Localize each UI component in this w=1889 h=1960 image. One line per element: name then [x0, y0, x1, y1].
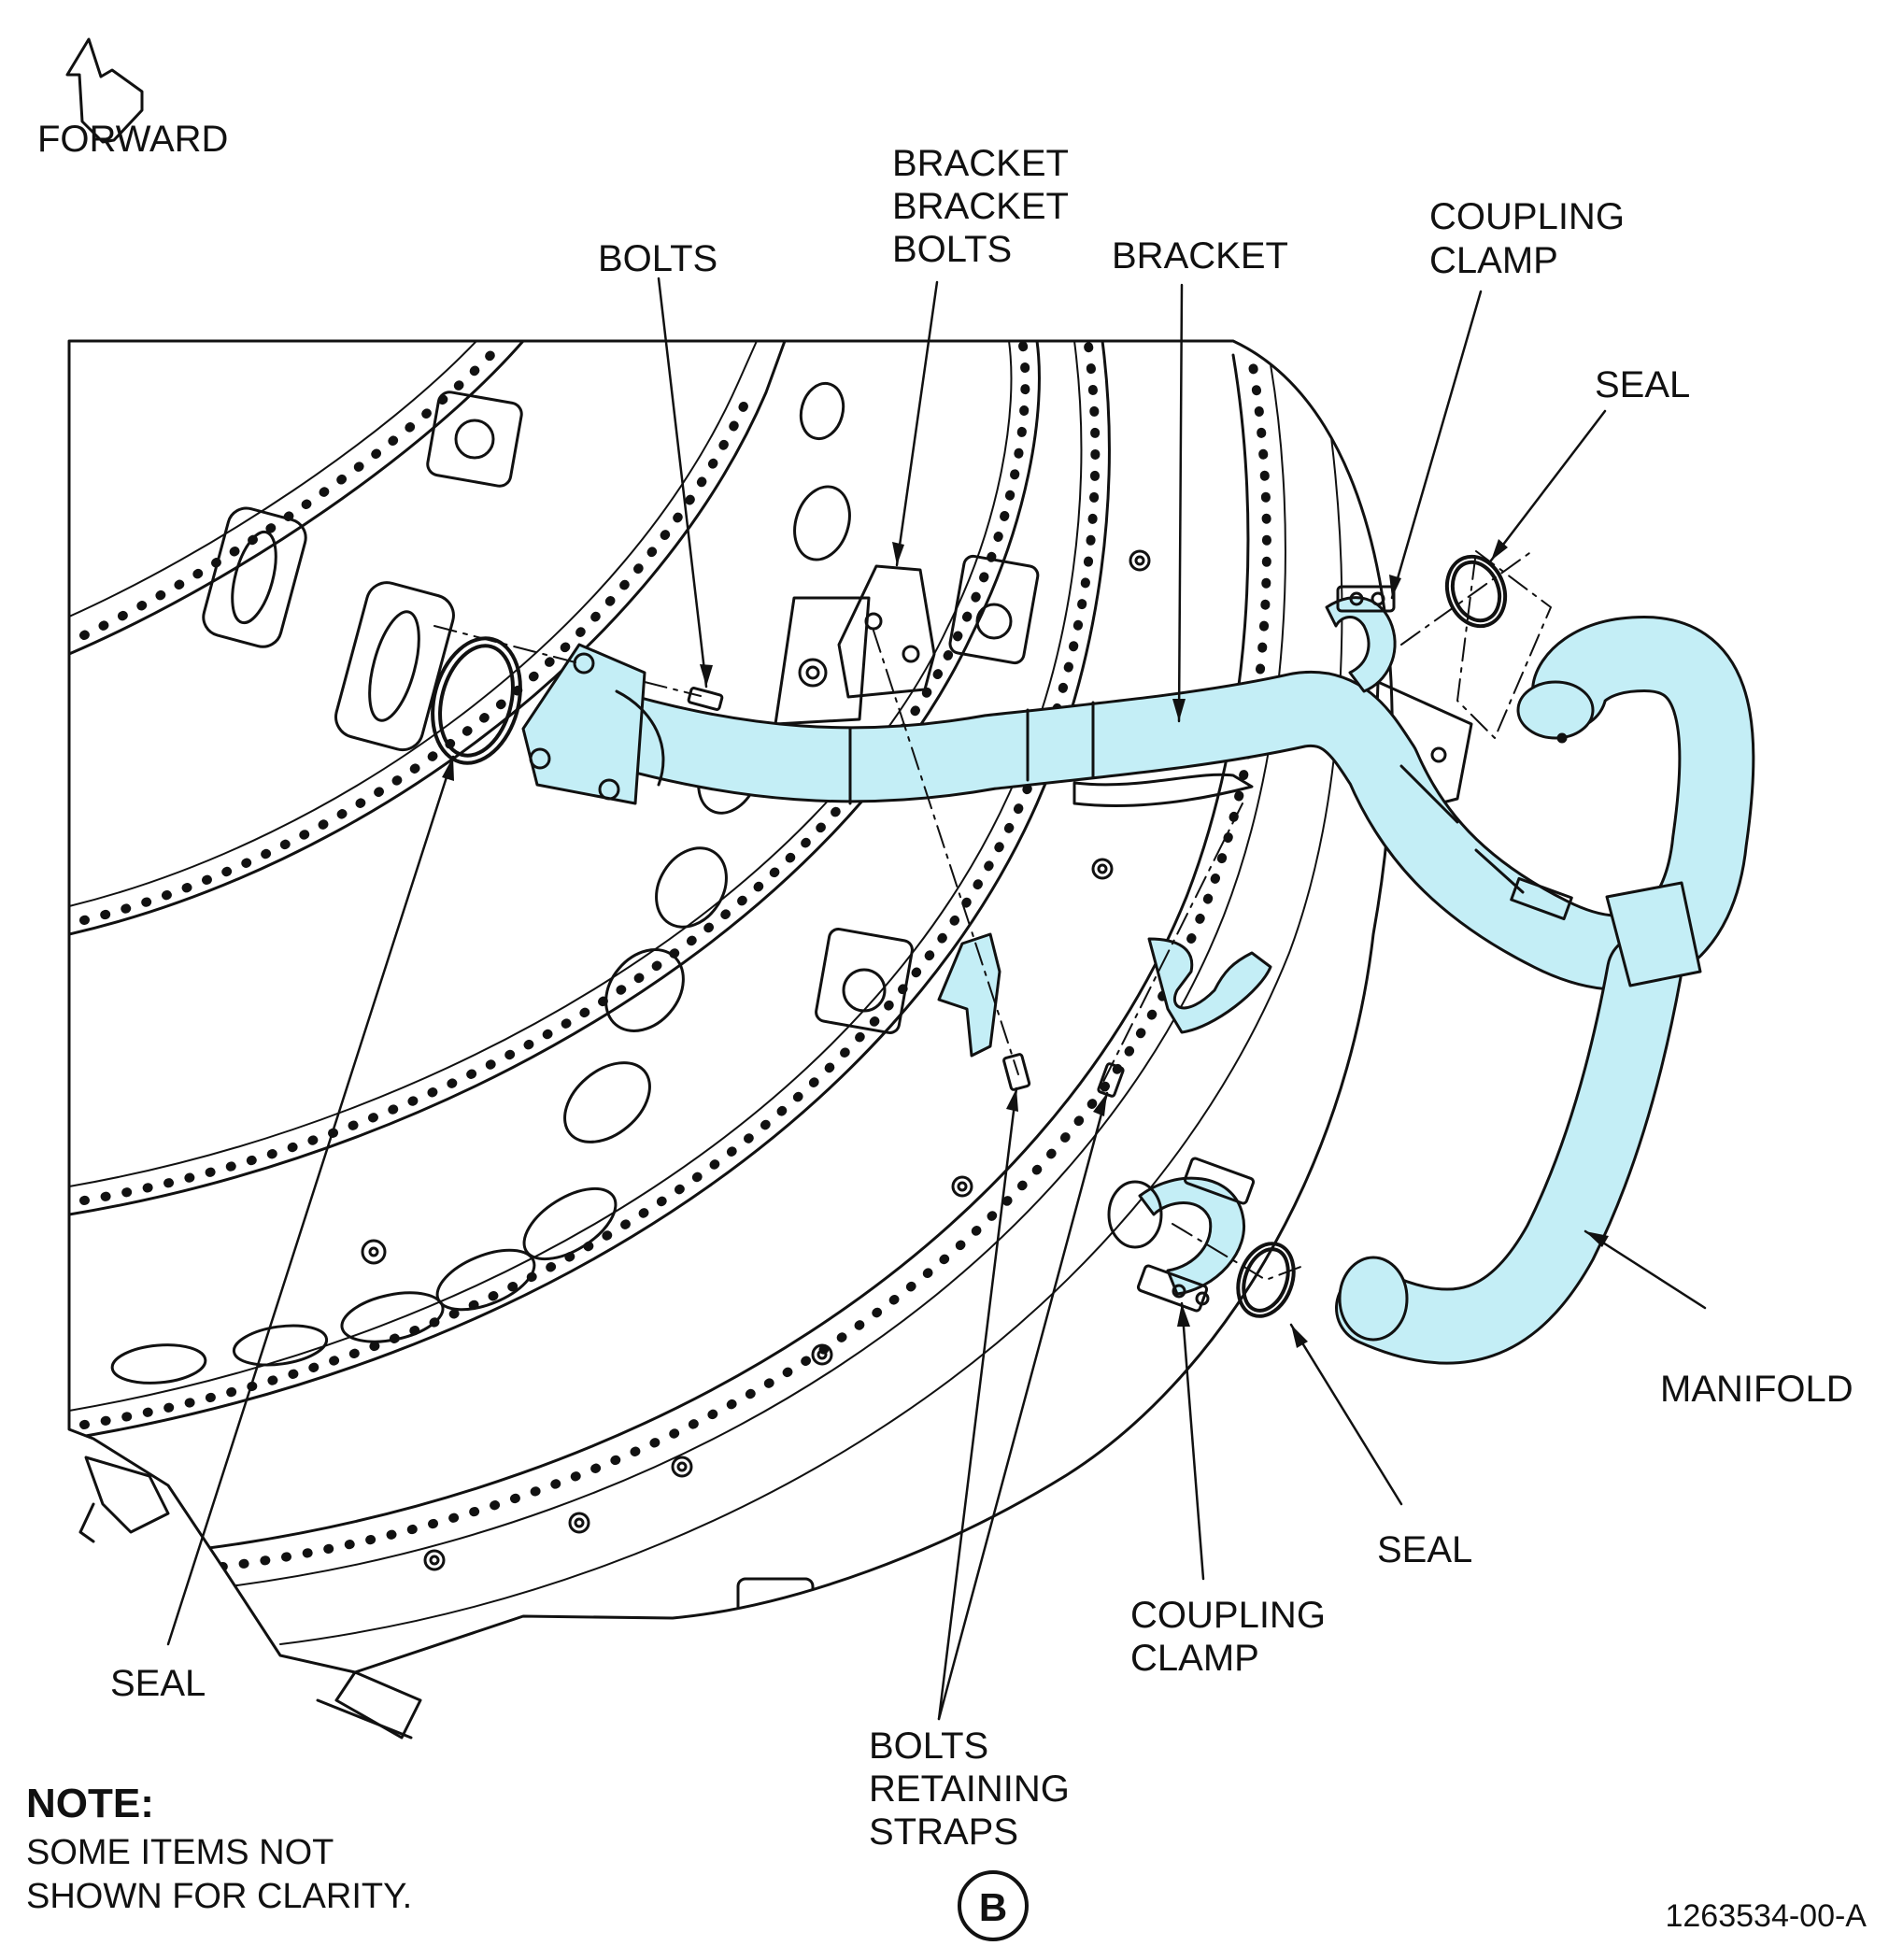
- forward-label: FORWARD: [37, 119, 228, 160]
- figure-id: 1263534-00-A: [1665, 1898, 1867, 1934]
- label-bracket-2: BRACKET: [892, 186, 1069, 227]
- seal-right-top: [1444, 554, 1508, 629]
- engine-case-body: [67, 339, 1394, 1674]
- bottom-fitting: [727, 1577, 824, 1672]
- view-indicator: B: [958, 1870, 1029, 1941]
- forward-arrow-icon: FORWARD: [37, 37, 228, 160]
- label-seal-left: SEAL: [110, 1663, 206, 1704]
- manifold-end-lower: [1338, 1256, 1409, 1342]
- bracket-upper-mount: [774, 596, 871, 726]
- note-block: NOTE: SOME ITEMS NOT SHOWN FOR CLARITY.: [26, 1781, 412, 1916]
- manifold-inlet-flange: [521, 643, 665, 805]
- assembly-centerlines: [433, 550, 1552, 1281]
- note-line-1: SOME ITEMS NOT: [26, 1833, 334, 1872]
- coupling-clamp-lower: [1107, 1157, 1256, 1313]
- manifold-tee-junction: [1605, 881, 1702, 987]
- label-bracket-bolts: BOLTS: [892, 229, 1012, 270]
- callout-labels: BOLTS BRACKET BRACKET BOLTS BRACKET COUP…: [110, 143, 1853, 1853]
- note-line-2: SHOWN FOR CLARITY.: [26, 1877, 412, 1916]
- label-straps: STRAPS: [869, 1811, 1018, 1853]
- bracket-bolt: [687, 687, 724, 711]
- label-clamp-bottom: CLAMP: [1130, 1638, 1259, 1679]
- strap-bolt-left: [1002, 1053, 1031, 1091]
- leader-lines: [166, 277, 1707, 1721]
- manifold: [521, 616, 1755, 1365]
- note-title: NOTE:: [26, 1781, 154, 1826]
- seal-right-bottom: [1236, 1242, 1296, 1318]
- engine-case-details: [69, 341, 1343, 1672]
- label-seal-right-top: SEAL: [1595, 364, 1690, 405]
- engine-case: [67, 339, 1394, 1740]
- port-bosses: [202, 391, 1151, 1571]
- view-label: B: [979, 1885, 1007, 1929]
- cooling-hole-band: [110, 381, 851, 1385]
- label-manifold: MANIFOLD: [1660, 1369, 1853, 1410]
- label-coupling-top: COUPLING: [1429, 196, 1625, 237]
- bracket-upper: [837, 564, 936, 699]
- manifold-end-upper: [1516, 680, 1595, 740]
- label-bracket-right: BRACKET: [1112, 235, 1288, 277]
- label-bracket-1: BRACKET: [892, 143, 1069, 184]
- retaining-straps: [687, 687, 1272, 1098]
- label-bolts-bottom: BOLTS: [869, 1726, 988, 1767]
- label-retaining: RETAINING: [869, 1768, 1070, 1810]
- label-seal-right-bottom: SEAL: [1377, 1529, 1472, 1570]
- leader-arrowheads: [442, 539, 1609, 1348]
- manifold-nameplate: [1510, 876, 1573, 921]
- lower-left-fittings: [78, 1456, 422, 1740]
- seal-left: [431, 636, 522, 765]
- label-clamp-top: CLAMP: [1429, 240, 1558, 281]
- bracket-strap: [1072, 773, 1254, 807]
- label-coupling-bottom: COUPLING: [1130, 1595, 1326, 1636]
- seals: [431, 554, 1508, 1318]
- label-bolts-top: BOLTS: [598, 238, 717, 279]
- manifold-lower-branch-fill: [1338, 936, 1680, 1362]
- coupling-clamp-upper: [1325, 585, 1397, 693]
- manifold-pipe-fill: [562, 618, 1753, 988]
